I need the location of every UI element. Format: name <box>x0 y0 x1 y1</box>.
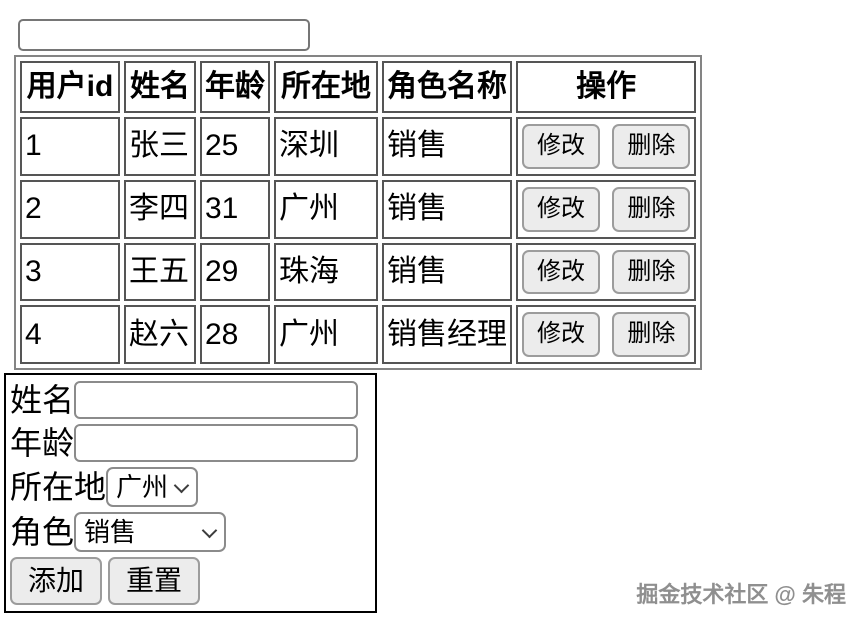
name-input[interactable] <box>74 381 359 420</box>
table-row: 1 张三 25 深圳 销售 修改 删除 <box>20 117 697 176</box>
city-select[interactable]: 广州 <box>106 467 199 508</box>
table-header-row: 用户id 姓名 年龄 所在地 角色名称 操作 <box>20 61 697 113</box>
cell-user-id: 2 <box>20 179 120 239</box>
form-row-age: 年龄 <box>10 424 371 463</box>
cell-user-id: 3 <box>20 242 120 302</box>
role-select-wrap: 销售 <box>74 512 227 553</box>
cell-actions: 修改 删除 <box>516 305 697 365</box>
edit-button[interactable]: 修改 <box>522 186 600 232</box>
cell-role: 销售 <box>382 117 512 176</box>
cell-user-id: 4 <box>20 305 120 365</box>
table-row: 2 李四 31 广州 销售 修改 删除 <box>20 179 697 239</box>
header-actions: 操作 <box>516 61 697 113</box>
cell-name: 张三 <box>124 117 196 176</box>
header-name: 姓名 <box>124 61 196 113</box>
edit-button[interactable]: 修改 <box>522 249 600 295</box>
name-label: 姓名 <box>10 381 75 418</box>
edit-button[interactable]: 修改 <box>522 312 600 358</box>
form-row-city: 所在地 广州 <box>10 467 371 508</box>
cell-age: 29 <box>200 242 270 302</box>
role-select[interactable]: 销售 <box>74 512 227 553</box>
cell-actions: 修改 删除 <box>516 242 697 302</box>
cell-city: 广州 <box>274 179 378 239</box>
delete-button[interactable]: 删除 <box>612 124 691 169</box>
form-row-role: 角色 销售 <box>10 512 371 553</box>
cell-city: 珠海 <box>274 242 378 302</box>
cell-role: 销售经理 <box>382 305 512 365</box>
age-input[interactable] <box>74 424 359 463</box>
header-role: 角色名称 <box>382 61 512 113</box>
city-select-wrap: 广州 <box>106 467 199 508</box>
header-city: 所在地 <box>274 61 378 113</box>
cell-age: 25 <box>200 117 270 176</box>
add-button[interactable]: 添加 <box>10 557 103 605</box>
cell-age: 31 <box>200 179 270 239</box>
cell-role: 销售 <box>382 242 512 302</box>
form-row-buttons: 添加 重置 <box>10 557 371 605</box>
search-input[interactable] <box>18 19 310 51</box>
cell-actions: 修改 删除 <box>516 117 697 176</box>
form-row-name: 姓名 <box>10 381 371 420</box>
header-user-id: 用户id <box>20 61 120 113</box>
delete-button[interactable]: 删除 <box>612 186 691 232</box>
role-label: 角色 <box>10 513 75 550</box>
table-row: 3 王五 29 珠海 销售 修改 删除 <box>20 242 697 302</box>
cell-actions: 修改 删除 <box>516 179 697 239</box>
header-age: 年龄 <box>200 61 270 113</box>
cell-city: 广州 <box>274 305 378 365</box>
cell-user-id: 1 <box>20 117 120 176</box>
edit-button[interactable]: 修改 <box>522 124 600 169</box>
user-table: 用户id 姓名 年龄 所在地 角色名称 操作 1 张三 25 深圳 销售 修改 … <box>14 55 703 371</box>
city-label: 所在地 <box>10 468 107 505</box>
delete-button[interactable]: 删除 <box>612 312 691 358</box>
delete-button[interactable]: 删除 <box>612 249 691 295</box>
reset-button[interactable]: 重置 <box>108 557 201 605</box>
cell-name: 赵六 <box>124 305 196 365</box>
cell-role: 销售 <box>382 179 512 239</box>
watermark: 掘金技术社区 @ 朱程 <box>636 582 846 607</box>
cell-name: 王五 <box>124 242 196 302</box>
cell-age: 28 <box>200 305 270 365</box>
table-row: 4 赵六 28 广州 销售经理 修改 删除 <box>20 305 697 365</box>
cell-city: 深圳 <box>274 117 378 176</box>
add-user-form: 姓名 年龄 所在地 广州 角色 销售 添 <box>4 373 377 613</box>
cell-name: 李四 <box>124 179 196 239</box>
age-label: 年龄 <box>10 424 75 461</box>
